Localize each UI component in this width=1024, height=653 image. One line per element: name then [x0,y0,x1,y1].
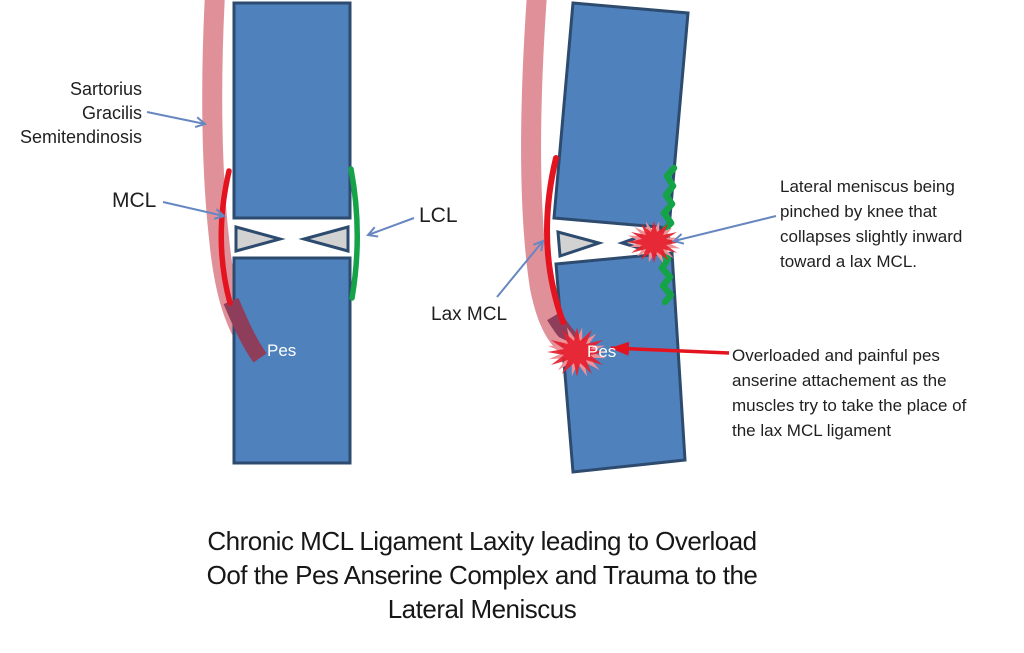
callout-line: Lateral meniscus being [780,177,955,196]
callout-line: toward a lax MCL. [780,252,917,271]
medial-meniscus-left [234,225,286,253]
lcl-label: LCL [419,204,458,227]
callout-line: pinched by knee that [780,202,937,221]
meniscus-trauma-burst [627,221,681,263]
tendon-group-label: Sartorius Gracilis Semitendinosis [0,77,142,149]
lax-mcl-label: Lax MCL [431,304,508,325]
caption-line: Oof the Pes Anserine Complex and Trauma … [206,560,758,590]
callout-line: Overloaded and painful pes [732,346,940,365]
tibia-right-bone-tilted [554,251,687,474]
tendon-label-line: Semitendinosis [19,127,142,147]
caption-line: Chronic MCL Ligament Laxity leading to O… [207,526,757,556]
lcl-ligament-arc-left [348,166,360,301]
lax-mcl-ligament-arc-right [544,155,566,325]
diagram-caption: Chronic MCL Ligament Laxity leading to O… [142,524,822,626]
callout-line: collapses slightly inward [780,227,963,246]
pes-callout-red-arrow [610,341,730,356]
meniscus-callout-arrow [672,215,777,245]
tendon-label-line: Sartorius [69,79,142,99]
callout-line: anserine attachement as the [732,371,947,390]
callout-line: the lax MCL ligament [732,421,892,440]
lax-mcl-callout-arrow [496,239,545,298]
mcl-label: MCL [112,189,157,212]
tendon-label-line: Gracilis [81,103,142,123]
callout-line: muscles try to take the place of [732,396,967,415]
lateral-meniscus-left [298,225,350,253]
tendon-callout-arrow [146,111,208,129]
pes-label-left: Pes [267,341,297,360]
lcl-callout-arrow [366,217,415,238]
pes-attachment-overlap-left [223,297,267,363]
mcl-ligament-arc-left [218,168,233,306]
pes-pain-burst [547,327,607,377]
pes-label-right: Pes [587,342,617,361]
medial-meniscus-right [556,229,605,259]
lateral-meniscus-callout: Lateral meniscus being pinched by knee t… [780,174,1020,274]
caption-line: Lateral Meniscus [387,594,577,624]
femur-left-bone [232,1,352,220]
mcl-callout-arrow [162,201,227,220]
pes-overload-callout: Overloaded and painful pes anserine atta… [732,343,1022,443]
